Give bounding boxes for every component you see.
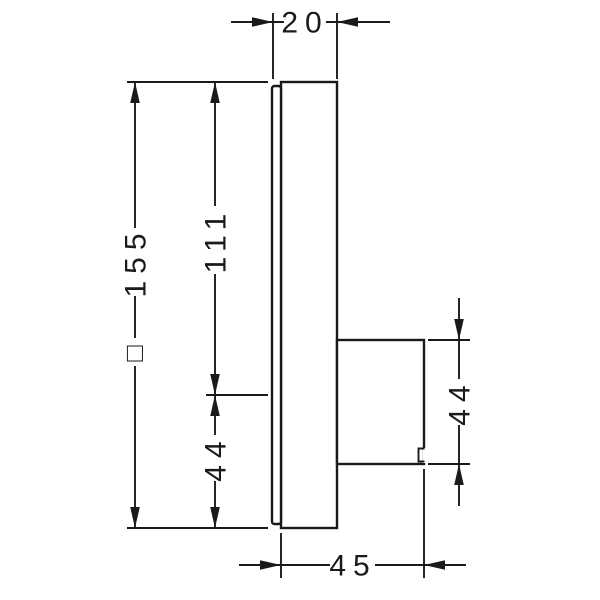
arrow-right-icon [252,17,273,27]
mask-111 [199,206,231,274]
arrow-left-icon [424,560,445,570]
arrow-right-icon [260,560,281,570]
arrow-down-icon [210,374,220,395]
dim-label-top-depth: 20 [281,7,328,40]
valve-body-notch [417,447,425,463]
arrow-up-icon [130,82,140,103]
dim-label-bottom-depth: 45 [329,550,376,583]
arrow-left-icon [337,17,358,27]
mask-top [284,8,326,36]
arrow-down-icon [130,507,140,528]
escutcheon-plate-body [279,80,339,530]
mask-square [122,338,148,366]
dim-label-right-body: 44 [444,378,477,425]
valve-notch-mask [422,448,426,463]
mask-155 [119,228,151,296]
geometry-layer [127,13,470,578]
dim-label-inner-lower: 44 [200,434,233,481]
label-masks [119,8,475,579]
dim-label-left-height: 155 [120,226,153,297]
valve-body [335,338,426,466]
arrow-down-icon [454,319,464,340]
arrow-up-icon [210,395,220,416]
arrow-down-icon [210,507,220,528]
arrowheads [130,17,464,570]
arrow-up-icon [210,82,220,103]
mask-bottom [330,551,375,579]
mask-44-right [443,379,475,425]
labels-layer: 20 155 □ 111 44 44 45 [120,7,477,583]
mask-44-lower [199,435,231,481]
square-symbol-icon: □ [127,337,144,367]
dim-label-inner-upper: 111 [200,207,233,274]
arrow-up-icon [454,464,464,485]
front-plate-edge [270,84,283,526]
